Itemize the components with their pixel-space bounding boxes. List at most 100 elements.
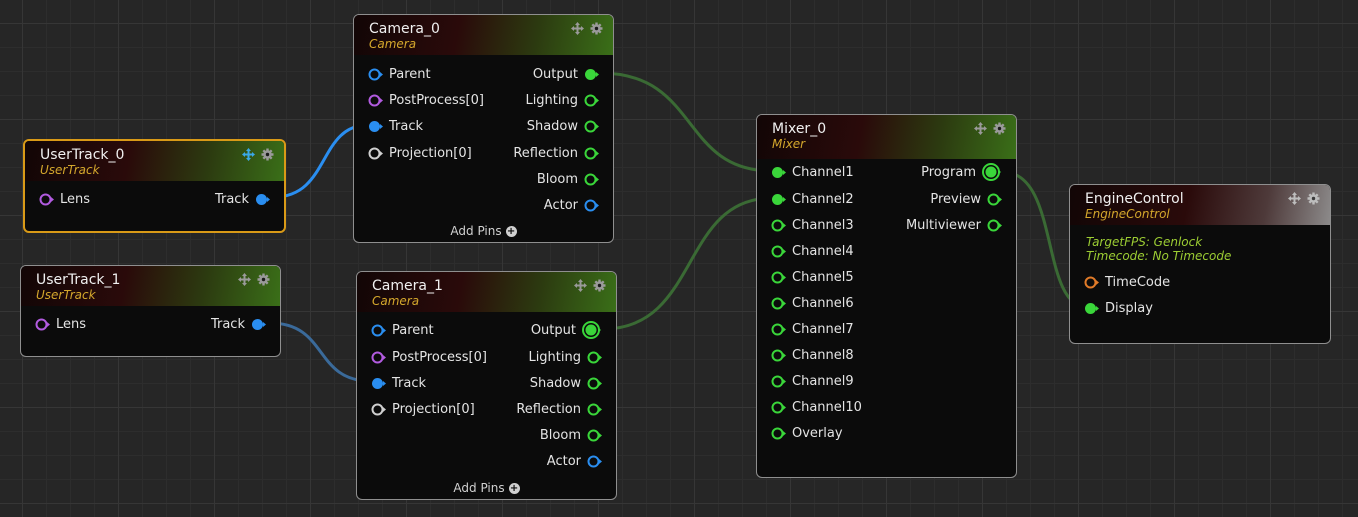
pin-hollow-green-icon[interactable]	[771, 323, 786, 336]
input-pin-channel3[interactable]: Channel3	[771, 216, 854, 234]
pin-filled-blue-icon[interactable]	[371, 377, 386, 390]
pin-hollow-blue-icon[interactable]	[587, 455, 602, 468]
pin-hollow-blue-icon[interactable]	[371, 324, 386, 337]
input-pin-channel2[interactable]: Channel2	[771, 190, 854, 208]
move-icon[interactable]	[571, 22, 584, 35]
input-pin-channel6[interactable]: Channel6	[771, 294, 854, 312]
move-icon[interactable]	[238, 273, 251, 286]
input-pin-track[interactable]: Track	[368, 117, 423, 135]
output-pin-multiviewer[interactable]: Multiviewer	[906, 216, 1002, 234]
input-pin-projection[interactable]: Projection[0]	[368, 144, 472, 162]
pin-hollow-green-icon[interactable]	[587, 377, 602, 390]
node-camera-1[interactable]: Camera_1 Camera Parent PostProcess[0] Tr…	[356, 271, 617, 500]
input-pin-parent[interactable]: Parent	[368, 65, 431, 83]
wire-camera1-mixer0[interactable]	[602, 196, 773, 331]
input-pin-lens[interactable]: Lens	[35, 315, 86, 333]
output-pin-lighting[interactable]: Lighting	[525, 91, 599, 109]
add-pins-button[interactable]: Add Pins +	[354, 224, 613, 238]
node-header[interactable]: EngineControl EngineControl	[1070, 185, 1330, 225]
pin-hollow-green-icon[interactable]	[987, 219, 1002, 232]
pin-hollow-purple-icon[interactable]	[368, 94, 383, 107]
node-engine-control[interactable]: EngineControl EngineControl TargetFPS: G…	[1069, 184, 1331, 344]
node-header[interactable]: Mixer_0 Mixer	[757, 115, 1016, 159]
pin-hollow-green-icon[interactable]	[587, 351, 602, 364]
output-pin-shadow[interactable]: Shadow	[530, 374, 602, 392]
node-mixer-0[interactable]: Mixer_0 Mixer Channel1 Channel2 Channel3…	[756, 114, 1017, 478]
pin-hollow-green-icon[interactable]	[987, 193, 1002, 206]
pin-filled-blue-icon[interactable]	[368, 120, 383, 133]
output-pin-bloom[interactable]: Bloom	[537, 170, 599, 188]
pin-hollow-white-icon[interactable]	[368, 147, 383, 160]
pin-filled-blue-icon[interactable]	[251, 318, 266, 331]
pin-hollow-green-icon[interactable]	[771, 271, 786, 284]
pin-hollow-purple-icon[interactable]	[35, 318, 50, 331]
node-camera-0[interactable]: Camera_0 Camera Parent PostProcess[0] Tr…	[353, 14, 614, 243]
node-header[interactable]: Camera_0 Camera	[354, 15, 613, 55]
input-pin-channel7[interactable]: Channel7	[771, 320, 854, 338]
wire-usertrack1-camera1[interactable]	[269, 321, 371, 383]
input-pin-channel8[interactable]: Channel8	[771, 346, 854, 364]
node-header[interactable]: Camera_1 Camera	[357, 272, 616, 312]
pin-hollow-green-icon[interactable]	[584, 173, 599, 186]
input-pin-channel9[interactable]: Channel9	[771, 372, 854, 390]
wire-camera0-mixer0[interactable]	[599, 71, 773, 173]
pin-filled-green-icon[interactable]	[1084, 302, 1099, 315]
input-pin-display[interactable]: Display	[1084, 299, 1153, 317]
input-pin-postprocess[interactable]: PostProcess[0]	[371, 348, 487, 366]
gear-icon[interactable]	[257, 273, 270, 286]
pin-hollow-green-icon[interactable]	[771, 245, 786, 258]
output-pin-reflection[interactable]: Reflection	[513, 144, 599, 162]
node-usertrack-0[interactable]: UserTrack_0 UserTrack Lens Track	[23, 139, 286, 233]
pin-hollow-white-icon[interactable]	[371, 403, 386, 416]
pin-hollow-green-icon[interactable]	[584, 94, 599, 107]
pin-hollow-green-icon[interactable]	[771, 349, 786, 362]
node-header[interactable]: UserTrack_1 UserTrack	[21, 266, 280, 306]
gear-icon[interactable]	[1307, 192, 1320, 205]
input-pin-timecode[interactable]: TimeCode	[1084, 273, 1170, 291]
output-pin-lighting[interactable]: Lighting	[528, 348, 602, 366]
pin-hollow-blue-icon[interactable]	[584, 199, 599, 212]
pin-hollow-purple-icon[interactable]	[371, 351, 386, 364]
pin-hollow-green-icon[interactable]	[587, 403, 602, 416]
output-pin-shadow[interactable]: Shadow	[527, 117, 599, 135]
output-pin-bloom[interactable]: Bloom	[540, 426, 602, 444]
pin-hollow-green-icon[interactable]	[587, 429, 602, 442]
input-pin-projection[interactable]: Projection[0]	[371, 400, 475, 418]
pin-hollow-green-icon[interactable]	[771, 375, 786, 388]
output-pin-reflection[interactable]: Reflection	[516, 400, 602, 418]
pin-hollow-green-icon[interactable]	[584, 120, 599, 133]
output-pin-actor[interactable]: Actor	[547, 452, 602, 470]
pin-hollow-blue-icon[interactable]	[368, 68, 383, 81]
input-pin-track[interactable]: Track	[371, 374, 426, 392]
output-pin-track[interactable]: Track	[211, 315, 266, 333]
add-pins-button[interactable]: Add Pins +	[357, 481, 616, 495]
pin-filled-blue-icon[interactable]	[255, 193, 270, 206]
output-pin-actor[interactable]: Actor	[544, 196, 599, 214]
pin-ring-green-icon[interactable]	[982, 162, 1002, 182]
move-icon[interactable]	[574, 279, 587, 292]
move-icon[interactable]	[974, 122, 987, 135]
gear-icon[interactable]	[593, 279, 606, 292]
gear-icon[interactable]	[261, 148, 274, 161]
pin-hollow-orange-icon[interactable]	[1084, 276, 1099, 289]
pin-hollow-green-icon[interactable]	[771, 297, 786, 310]
input-pin-parent[interactable]: Parent	[371, 321, 434, 339]
pin-ring-green-icon[interactable]	[582, 320, 602, 340]
input-pin-overlay[interactable]: Overlay	[771, 424, 843, 442]
output-pin-output[interactable]: Output	[533, 65, 599, 83]
output-pin-output[interactable]: Output	[531, 321, 602, 339]
pin-hollow-purple-icon[interactable]	[39, 193, 54, 206]
pin-hollow-green-icon[interactable]	[771, 401, 786, 414]
input-pin-channel4[interactable]: Channel4	[771, 242, 854, 260]
pin-filled-green-icon[interactable]	[584, 68, 599, 81]
input-pin-lens[interactable]: Lens	[39, 190, 90, 208]
input-pin-channel10[interactable]: Channel10	[771, 398, 862, 416]
move-icon[interactable]	[242, 148, 255, 161]
input-pin-channel5[interactable]: Channel5	[771, 268, 854, 286]
gear-icon[interactable]	[590, 22, 603, 35]
pin-filled-green-icon[interactable]	[771, 193, 786, 206]
output-pin-program[interactable]: Program	[921, 163, 1002, 181]
node-usertrack-1[interactable]: UserTrack_1 UserTrack Lens Track	[20, 265, 281, 357]
pin-hollow-green-icon[interactable]	[771, 219, 786, 232]
node-header[interactable]: UserTrack_0 UserTrack	[25, 141, 284, 181]
